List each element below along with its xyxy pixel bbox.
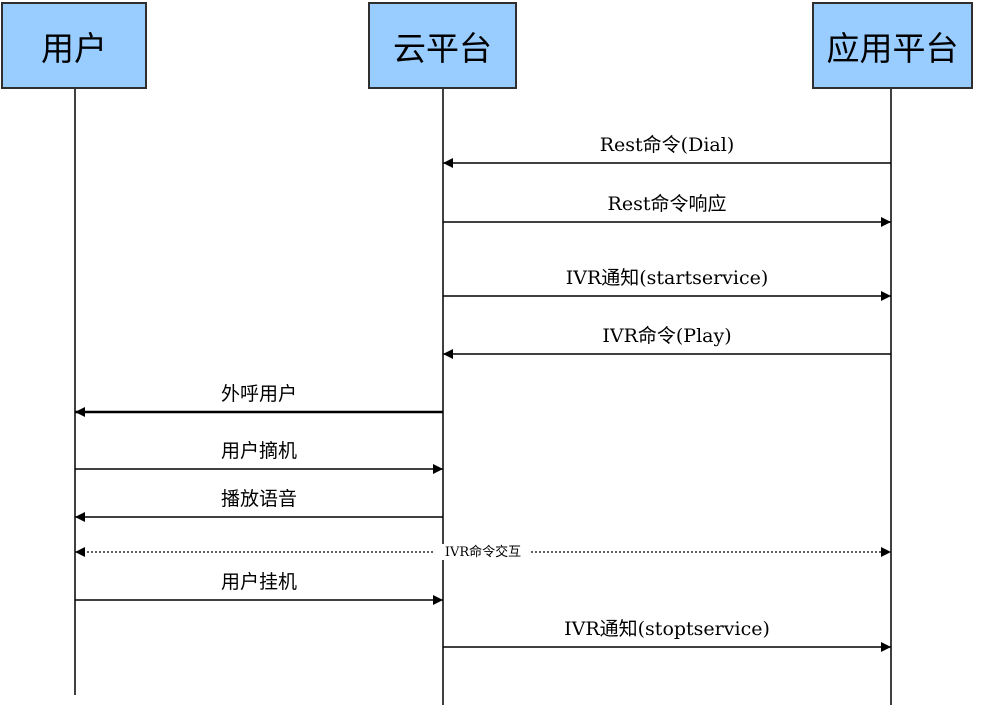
actor-app-box: 应用平台	[812, 2, 973, 89]
message-9: 用户挂机	[75, 571, 443, 605]
message-5: 外呼用户	[75, 383, 443, 417]
actor-cloud-box: 云平台	[368, 2, 517, 89]
message-label: 播放语音	[221, 488, 297, 510]
actor-user-label: 用户	[41, 28, 107, 68]
message-label-background	[435, 544, 531, 560]
actor-user-box: 用户	[1, 2, 147, 89]
message-label: IVR通知(startservice)	[566, 267, 769, 289]
message-label: Rest命令(Dial)	[600, 134, 734, 156]
message-label: 外呼用户	[221, 383, 297, 405]
actor-cloud-label: 云平台	[393, 28, 492, 68]
message-label: 用户挂机	[221, 571, 297, 593]
message-3: IVR通知(startservice)	[443, 267, 891, 301]
message-4: IVR命令(Play)	[443, 325, 891, 359]
message-7: 播放语音	[75, 488, 443, 522]
message-label: IVR命令交互	[445, 544, 521, 560]
message-label: IVR命令(Play)	[602, 325, 731, 347]
message-label: IVR通知(stoptservice)	[564, 618, 770, 640]
actor-app-label: 应用平台	[826, 28, 959, 68]
message-2: Rest命令响应	[443, 193, 891, 227]
message-label: 用户摘机	[221, 440, 297, 462]
message-label: Rest命令响应	[608, 193, 727, 215]
message-6: 用户摘机	[75, 440, 443, 474]
message-8: IVR命令交互	[75, 544, 891, 560]
message-1: Rest命令(Dial)	[443, 134, 891, 168]
message-10: IVR通知(stoptservice)	[443, 618, 891, 652]
